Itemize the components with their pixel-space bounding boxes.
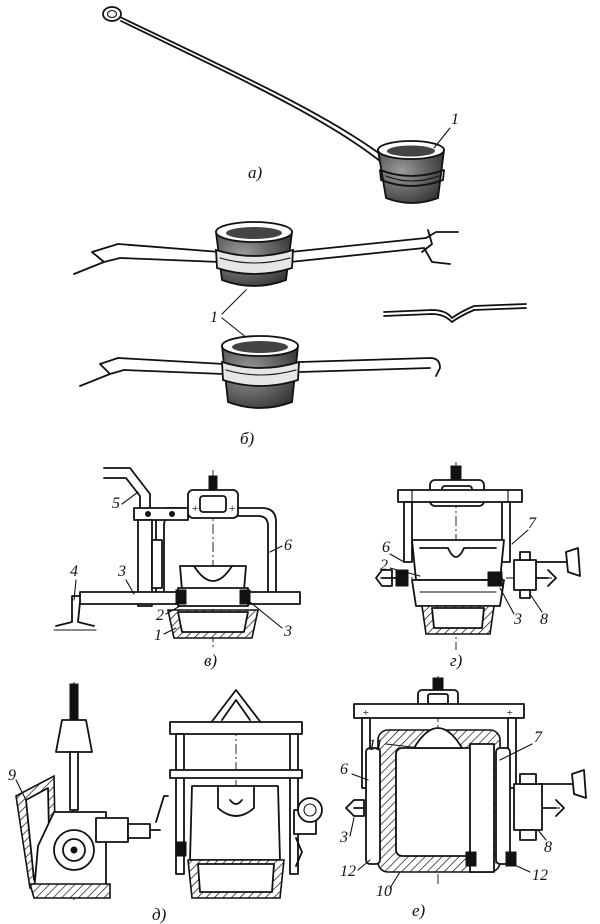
label-3-v-right: 3 <box>283 623 292 640</box>
label-2-v: 2 <box>156 607 164 624</box>
label-10-e: 10 <box>376 883 392 900</box>
diagram-g-geared-ladle: 6 2 7 3 8 г) <box>375 462 581 670</box>
label-2-g: 2 <box>380 557 388 574</box>
diagram-b-tongs: 1 б) <box>73 221 527 448</box>
handle-rod <box>119 16 389 161</box>
label-8-g: 8 <box>540 611 548 628</box>
label-4-v: 4 <box>70 563 78 580</box>
shank-handle-4 <box>55 595 95 627</box>
svg-text:+: + <box>191 501 199 515</box>
caption-g: г) <box>450 651 463 670</box>
label-3-v-left: 3 <box>117 563 126 580</box>
label-1-v: 1 <box>154 627 162 644</box>
label-12-e-right: 12 <box>532 867 548 884</box>
label-1-b: 1 <box>210 309 218 326</box>
worm-gear-8 <box>513 559 537 591</box>
clamp-ring-a <box>379 169 445 187</box>
diagram-d-teapot-ladle: 9 д) <box>8 682 323 924</box>
caption-d: д) <box>152 905 167 924</box>
handwheel-g <box>565 547 581 577</box>
caption-v: в) <box>204 651 217 670</box>
svg-text:+: + <box>362 707 369 719</box>
bail-d <box>209 689 263 725</box>
crossbar-e <box>353 703 525 719</box>
tong-handle-left-upper <box>73 243 121 275</box>
svg-text:+: + <box>228 501 236 515</box>
label-8-e: 8 <box>544 839 552 856</box>
handle-ring <box>102 6 122 22</box>
label-6-e: 6 <box>340 761 348 778</box>
label-12-e-left: 12 <box>340 863 356 880</box>
label-7-g: 7 <box>528 515 537 532</box>
label-7-e: 7 <box>534 729 543 746</box>
label-5-v: 5 <box>112 495 120 512</box>
caption-e: е) <box>412 901 426 920</box>
svg-text:+: + <box>506 707 513 719</box>
tong-handle-left-lower <box>79 357 125 387</box>
ladle-body-d-front <box>189 785 281 861</box>
diagram-v-ladle-shank: + + 5 6 3 4 2 1 <box>53 467 301 670</box>
label-9-d: 9 <box>8 767 16 784</box>
diagram-e-drum-ladle: + + 11 7 6 3 8 12 12 <box>339 676 587 920</box>
diagram-a-crucible-with-handle: 1 а) <box>102 6 459 204</box>
label-6-v: 6 <box>284 537 292 554</box>
end-plate-left-12 <box>365 747 381 865</box>
label-3-e: 3 <box>339 829 348 846</box>
label-6-g: 6 <box>382 539 390 556</box>
caption-a: а) <box>248 163 263 182</box>
label-3-g: 3 <box>513 611 522 628</box>
gear-d <box>297 797 323 823</box>
label-1-a: 1 <box>451 111 459 128</box>
label-11-e: 11 <box>368 737 383 754</box>
handle-5 <box>103 467 151 513</box>
caption-b: б) <box>240 429 255 448</box>
handwheel-e <box>571 769 587 799</box>
end-plate-right-12 <box>495 747 511 865</box>
worm-gear-8-e <box>513 783 543 831</box>
pouring-spout-11 <box>413 727 463 749</box>
